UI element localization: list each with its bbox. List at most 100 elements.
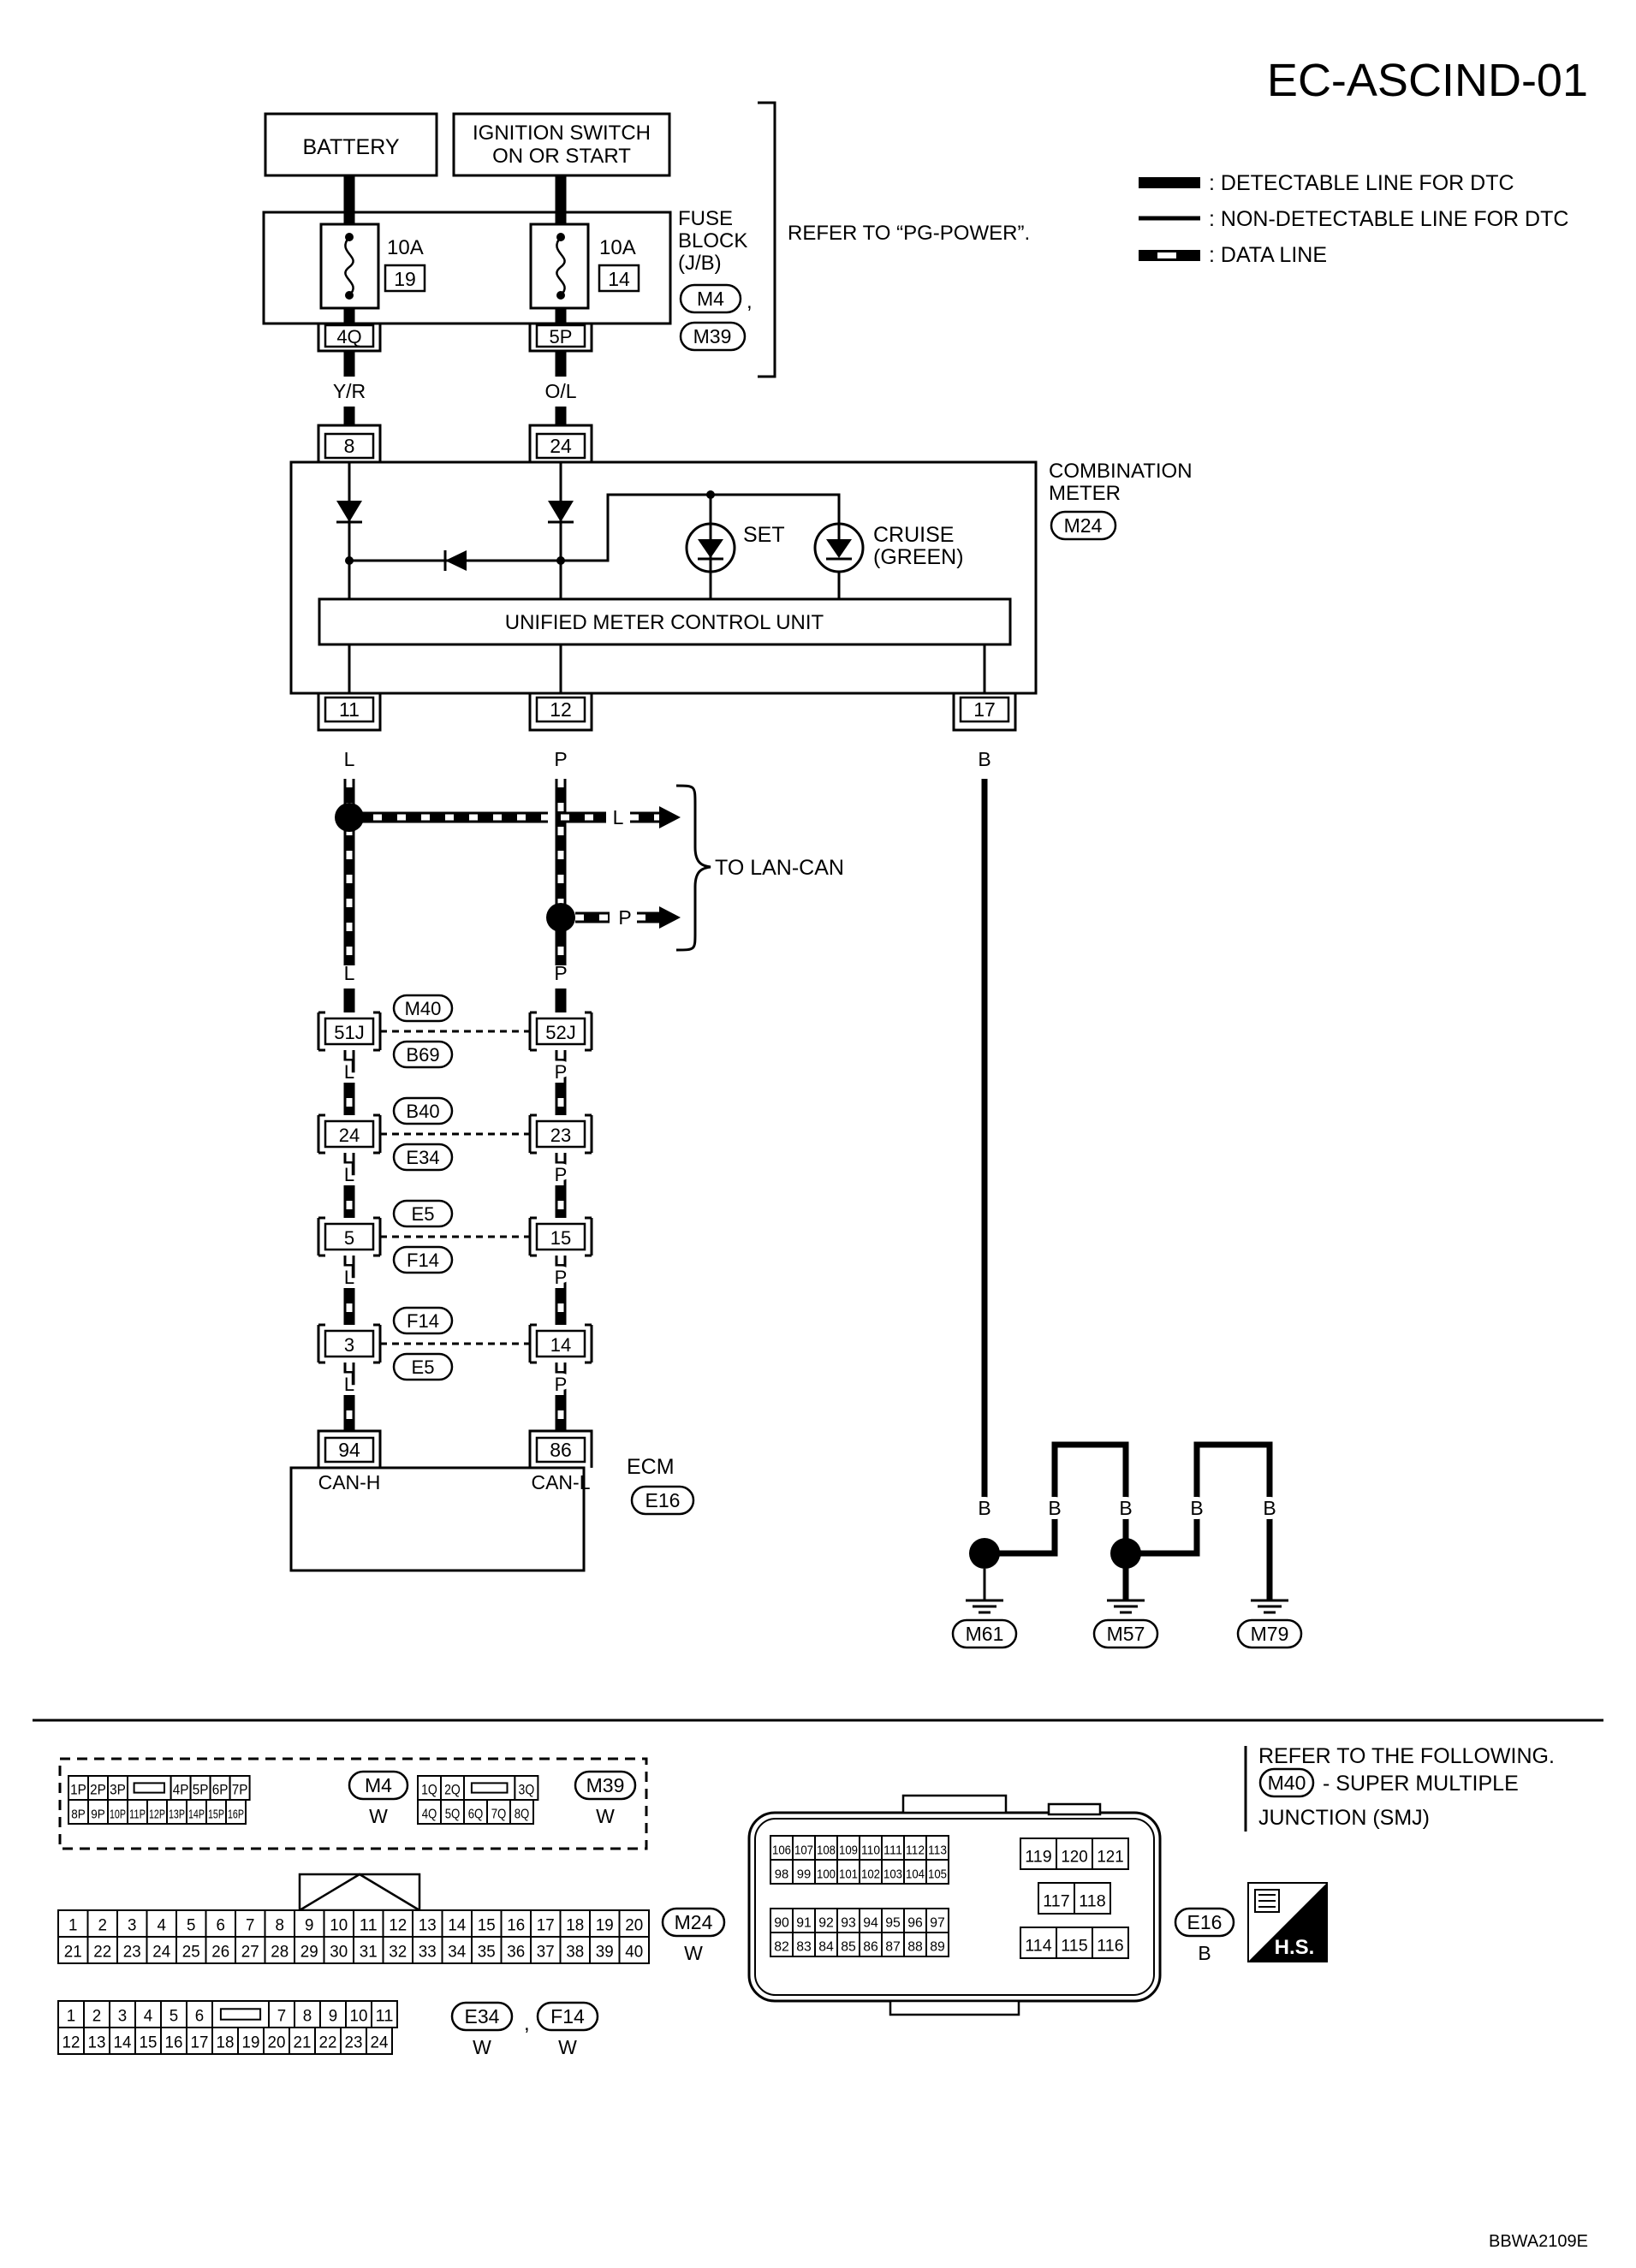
connector-e16-pin: 96 [907, 1915, 923, 1930]
connector-f14-color: W [558, 2036, 577, 2058]
to-lan-can-label: TO LAN-CAN [715, 856, 844, 880]
hs-badge-icon [1247, 1882, 1328, 1962]
connector-e16-shell [754, 1818, 1155, 1996]
connector-m4-pin: 15P [208, 1807, 224, 1821]
connector-m39-pin: 6Q [468, 1807, 484, 1821]
connector-e16-pin: 83 [796, 1939, 812, 1954]
ecm-box [289, 1466, 586, 1572]
key-slot [470, 1782, 509, 1794]
connector-m24-pin: 32 [389, 1944, 407, 1962]
connector-e34-cell [294, 2000, 321, 2028]
meter-connector-tag: M24 [1064, 514, 1103, 537]
connector-e34-cell [366, 2027, 393, 2055]
connector-m4-pin: 8P [71, 1807, 86, 1821]
meter-pin-8-label: 8 [344, 435, 355, 457]
connector-m24-pin: 10 [330, 1917, 348, 1935]
connector-e34-cell [371, 2000, 398, 2028]
connector-m39-pin: 1Q [421, 1781, 437, 1797]
connector-e34-cell [160, 2000, 187, 2028]
connector-e16-cell [925, 1908, 949, 1933]
fuse-14-number: 14 [608, 268, 630, 290]
connector-e34-cell [268, 2000, 295, 2028]
ecm-connector-tag: E16 [645, 1489, 681, 1511]
connector-m24-pin: 34 [448, 1944, 466, 1962]
wire-color-b: B [1263, 1497, 1276, 1519]
connector-e16-pin: 117 [1043, 1892, 1069, 1910]
connector-e16-cell [859, 1908, 883, 1933]
connector-e16-pin: 104 [906, 1867, 925, 1881]
connector-m24-pin: 4 [158, 1917, 167, 1935]
connector-e16-pin: 87 [885, 1939, 901, 1954]
fuse-block-label-3: (J/B) [678, 252, 722, 275]
connector-m39-tag [574, 1770, 637, 1801]
joint-terminal-label: 24 [339, 1125, 360, 1146]
ignition-label-1: IGNITION SWITCH [473, 122, 651, 145]
connector-m4-pin: 1P [70, 1781, 86, 1797]
fuse-14-rating: 10A [599, 236, 636, 259]
connector-tag [392, 1143, 454, 1172]
wire-color-l: L [344, 748, 355, 770]
connector-e16-pin: 114 [1025, 1937, 1052, 1955]
legend-detectable: : DETECTABLE LINE FOR DTC [1209, 171, 1514, 195]
connector-e34-pin: 12 [62, 2034, 80, 2052]
meter-pin-12-label: 12 [550, 698, 572, 721]
ecm-can-l-label: CAN-L [531, 1471, 590, 1493]
fuse-block-box [262, 211, 672, 325]
ground-m79-label: M79 [1251, 1623, 1289, 1645]
meter-pin-11 [317, 693, 382, 732]
connector-m24-pin: 14 [448, 1917, 466, 1935]
connector-m4-pin: 6P [212, 1781, 229, 1797]
connector-m24-keyway [298, 1873, 421, 1912]
connector-m39-pin: 2Q [444, 1781, 461, 1797]
cruise-indicator-label: CRUISE [873, 523, 954, 547]
comma: , [524, 2012, 530, 2035]
connector-m4-pin: 5P [193, 1781, 209, 1797]
fuse-block-label-1: FUSE [678, 207, 733, 230]
connector-m24-pin: 21 [64, 1944, 82, 1962]
connector-e34-cell [109, 2000, 136, 2028]
connector-e16-pin: 93 [841, 1915, 856, 1930]
wire-color-b: B [978, 748, 991, 770]
connector-e16-latch [1047, 1802, 1102, 1816]
smj-note: - SUPER MULTIPLE [1323, 1772, 1519, 1796]
connector-e16-pin: 105 [928, 1867, 947, 1881]
connector-tag-label: M40 [405, 998, 442, 1019]
connector-m39-cell [417, 1775, 442, 1801]
connector-tag [392, 1040, 454, 1069]
joint-terminal-label: 5 [344, 1227, 354, 1249]
connector-m24-cell [353, 1909, 384, 1938]
connector-e16-cell [1092, 1838, 1129, 1870]
connector-e16-pin: 112 [906, 1843, 925, 1857]
connector-m24-pin: 3 [128, 1917, 136, 1935]
connector-m24-pin: 25 [182, 1944, 200, 1962]
page-title: EC-ASCIND-01 [1267, 55, 1588, 106]
fuse-14 [529, 223, 590, 310]
connector-m39-cell [417, 1799, 442, 1825]
battery-label: BATTERY [303, 135, 400, 159]
wire-color-p: P [555, 1164, 568, 1185]
connector-m4-pin: 12P [149, 1807, 165, 1821]
connector-m4-pin: 10P [110, 1807, 126, 1821]
smj-connector-tag: M40 [1268, 1772, 1306, 1794]
connector-e16-cell [1056, 1927, 1093, 1959]
connector-m24-pin: 26 [211, 1944, 229, 1962]
connector-e16-cell [814, 1908, 838, 1933]
connector-e16-pin: 107 [794, 1843, 813, 1857]
connector-e16-pin: 121 [1097, 1848, 1123, 1866]
connector-tag [392, 994, 454, 1023]
connector-m4-pin: 4P [173, 1781, 189, 1797]
connector-m24-color: W [684, 1942, 703, 1964]
wire-color-p: P [554, 962, 567, 984]
connector-e34-cell [289, 2027, 316, 2055]
connector-e34-pin: 11 [376, 2008, 394, 2026]
legend-non-detectable: : NON-DETECTABLE LINE FOR DTC [1209, 207, 1568, 231]
joint-terminal [535, 1119, 586, 1149]
connector-m4-pin: 13P [169, 1807, 185, 1821]
fuse-19-rating: 10A [387, 236, 424, 259]
connector-group-dashed [58, 1757, 648, 1850]
ground-tag [951, 1618, 1018, 1649]
connector-m4-tag: M4 [697, 288, 724, 310]
connector-e16-pin: 89 [930, 1939, 945, 1954]
connector-e34-pin: 13 [88, 2034, 106, 2052]
